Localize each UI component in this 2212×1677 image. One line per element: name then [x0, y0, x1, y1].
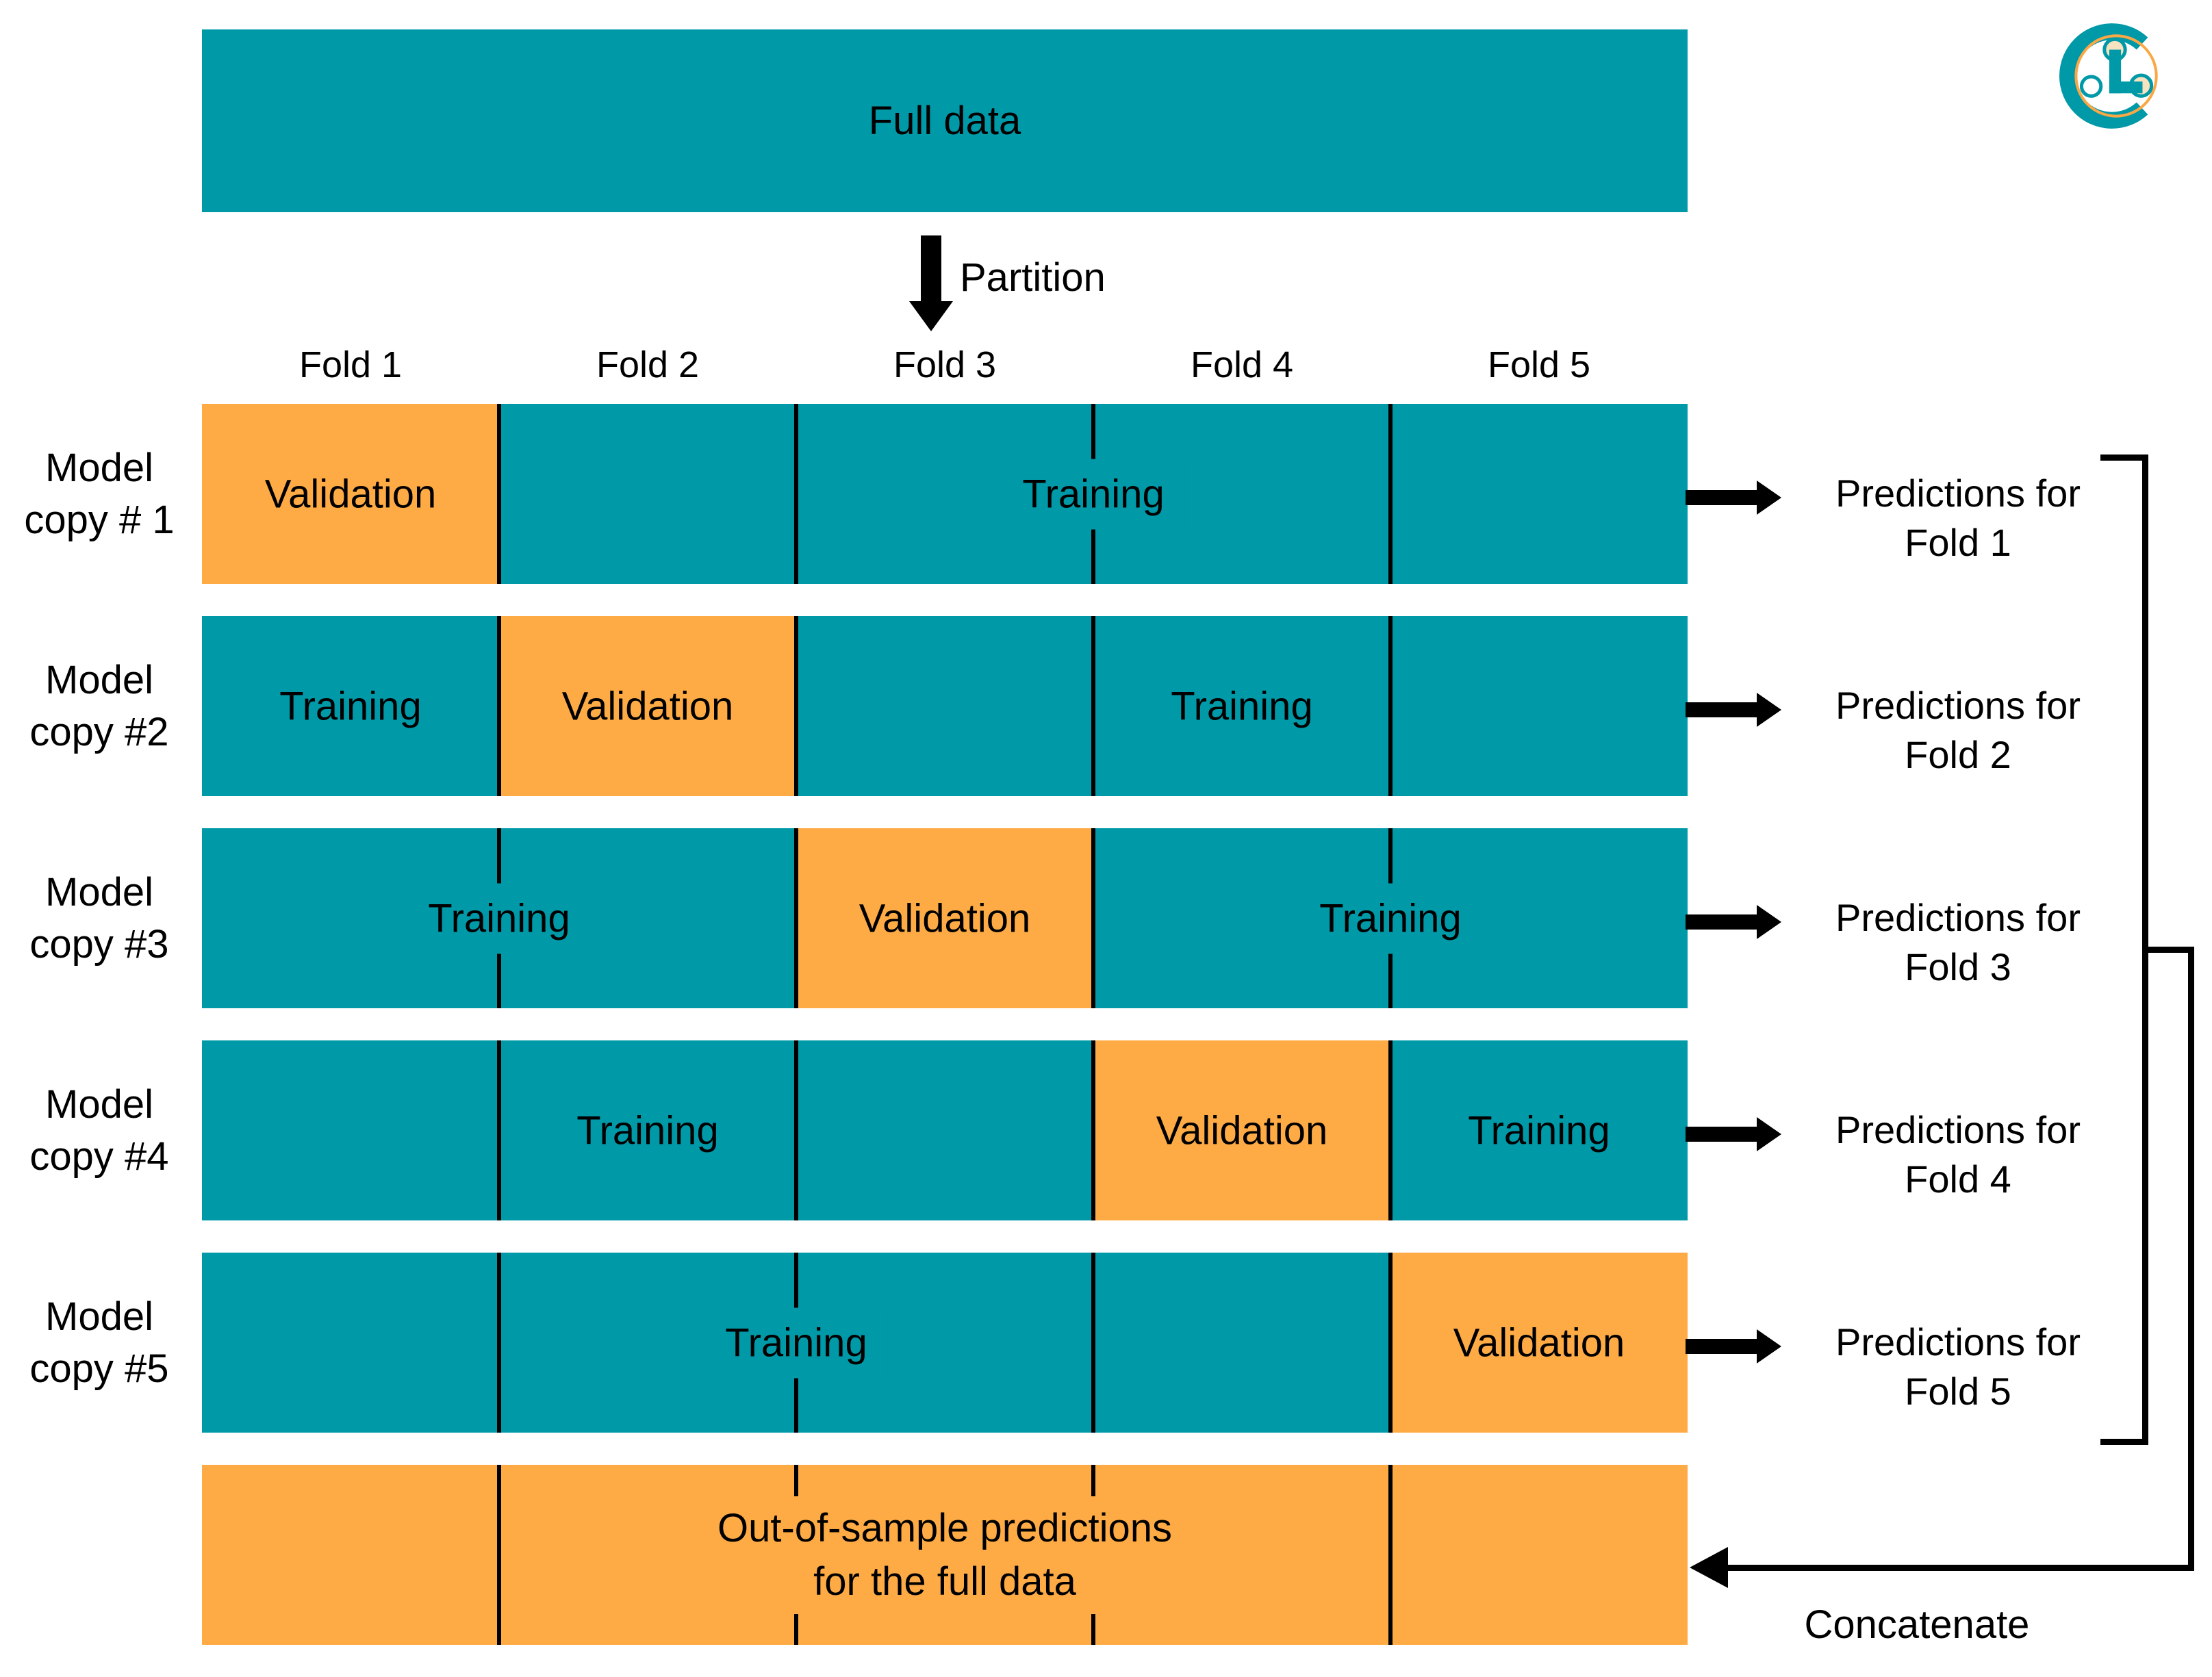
out-of-sample-bar: Out-of-sample predictions for the full d… [202, 1465, 1688, 1645]
fold-divider [1091, 1253, 1095, 1433]
validation-label: Validation [1432, 1307, 1646, 1378]
fold-divider [794, 1040, 798, 1220]
bracket-top-tick [2100, 455, 2148, 461]
left-arrow-icon [1690, 1547, 1728, 1588]
fold-divider [497, 1040, 501, 1220]
training-label: Training [556, 1095, 739, 1166]
fold-divider [1091, 828, 1095, 1008]
out-of-sample-label: Out-of-sample predictions for the full d… [687, 1496, 1203, 1614]
down-arrow-icon [909, 235, 953, 331]
fold-header-4: Fold 4 [1190, 344, 1294, 385]
right-arrow-icon [1686, 693, 1781, 727]
training-label: Training [704, 1307, 888, 1378]
validation-label: Validation [1135, 1095, 1349, 1166]
full-data-label: Full data [868, 99, 1021, 143]
model-copy-5-label: Model copy #5 [29, 1294, 169, 1391]
training-label: Training [1447, 1095, 1631, 1166]
validation-label: Validation [838, 883, 1052, 953]
predictions-fold-3: Predictions for Fold 3 [1835, 896, 2081, 988]
fold-divider [794, 404, 798, 584]
full-data-bar: Full data [202, 29, 1688, 212]
fold-divider [1388, 1253, 1393, 1433]
training-label: Training [1299, 883, 1482, 953]
validation-label: Validation [541, 671, 754, 741]
concatenate-vertical-line [2188, 947, 2194, 1571]
fold-divider [1388, 616, 1393, 796]
predictions-fold-4: Predictions for Fold 4 [1835, 1108, 2081, 1201]
training-label: Training [1150, 671, 1334, 741]
model-copy-3-bar: Training Validation Training [202, 828, 1688, 1008]
bracket-bottom-tick [2100, 1439, 2148, 1445]
validation-label: Validation [244, 459, 457, 529]
right-arrow-icon [1686, 1329, 1781, 1364]
training-label: Training [259, 671, 442, 741]
fold-divider [1388, 404, 1393, 584]
fold-header-1: Fold 1 [298, 344, 403, 385]
concatenate-line [1725, 1565, 2194, 1571]
predictions-fold-5: Predictions for Fold 5 [1835, 1320, 2081, 1413]
fold-divider [497, 1465, 501, 1645]
right-arrow-icon [1686, 905, 1781, 939]
fold-divider [497, 616, 501, 796]
right-arrow-icon [1686, 481, 1781, 515]
right-arrow-icon [1686, 1117, 1781, 1151]
fold-divider [497, 404, 501, 584]
model-copy-4-bar: Training Validation Training [202, 1040, 1688, 1220]
bracket-connector-line [2142, 947, 2194, 953]
fold-divider [1388, 1040, 1393, 1220]
predictions-fold-2: Predictions for Fold 2 [1835, 684, 2081, 776]
fold-divider [1091, 1040, 1095, 1220]
brand-logo-icon [2059, 23, 2158, 129]
training-label: Training [1002, 459, 1185, 529]
model-copy-2-bar: Training Validation Training [202, 616, 1688, 796]
fold-header-5: Fold 5 [1487, 344, 1591, 385]
predictions-fold-1: Predictions for Fold 1 [1835, 472, 2081, 564]
model-copy-2-label: Model copy #2 [29, 657, 169, 754]
training-label: Training [407, 883, 591, 953]
concatenate-label: Concatenate [1804, 1602, 2030, 1647]
model-copy-4-label: Model copy #4 [29, 1081, 169, 1179]
fold-divider [497, 1253, 501, 1433]
partition-label: Partition [960, 255, 1106, 300]
model-copy-3-label: Model copy #3 [29, 869, 169, 966]
model-copy-1-bar: Validation Training [202, 404, 1688, 584]
fold-header-3: Fold 3 [893, 344, 997, 385]
fold-divider [1388, 1465, 1393, 1645]
fold-divider [794, 828, 798, 1008]
fold-divider [1091, 616, 1095, 796]
model-copy-5-bar: Training Validation [202, 1253, 1688, 1433]
fold-header-2: Fold 2 [596, 344, 700, 385]
model-copy-1-label: Model copy # 1 [24, 445, 175, 542]
fold-divider [794, 616, 798, 796]
